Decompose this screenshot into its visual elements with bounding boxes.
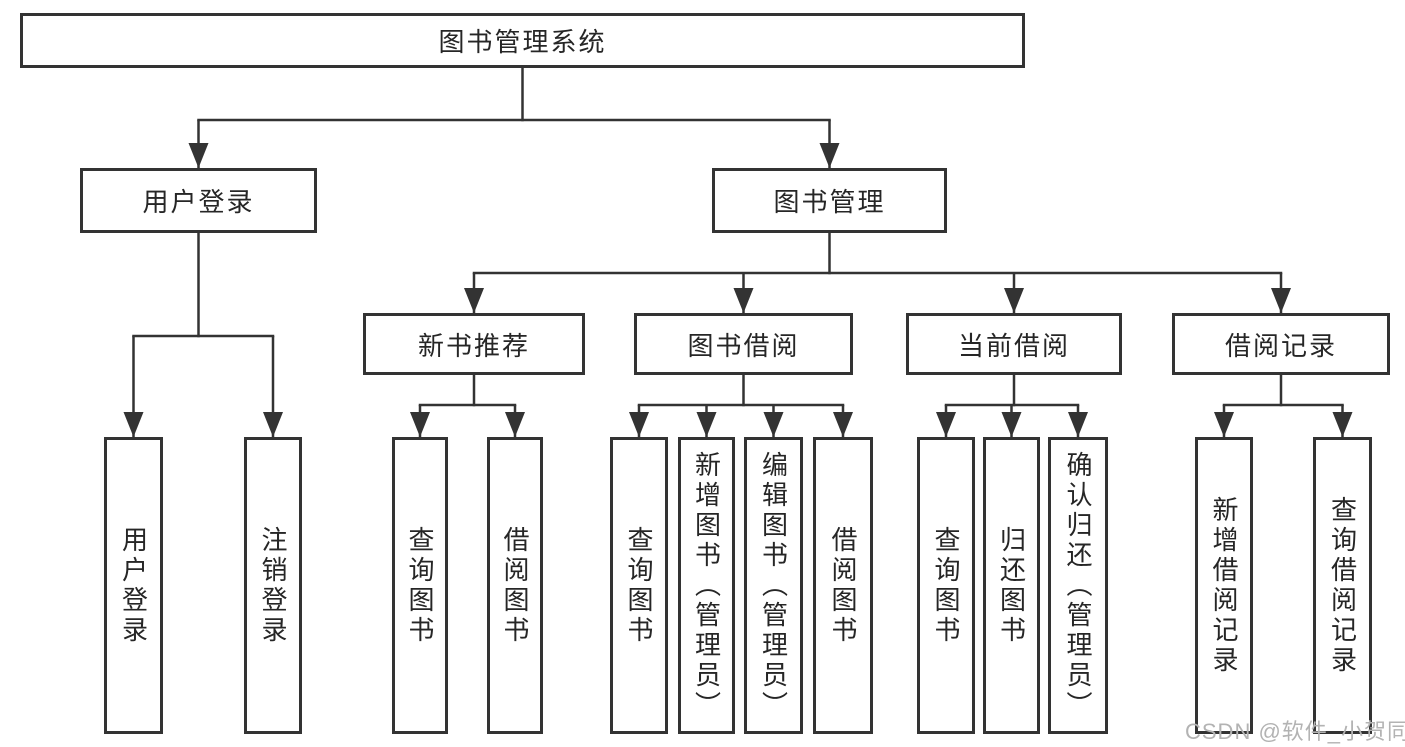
leaf-query-books-borrow: 查询图书 [610,437,668,734]
node-book-management: 图书管理 [712,168,947,233]
node-new-book-recommend: 新书推荐 [363,313,585,375]
leaf-query-books-recommend: 查询图书 [392,437,448,734]
connector-current-borrow-split [936,373,1088,437]
csdn-watermark: CSDN @软件_小贺同学 [1185,719,1405,744]
node-user-login: 用户登录 [80,168,317,233]
node-book-borrow: 图书借阅 [634,313,853,375]
connector-root-split [188,64,840,168]
leaf-borrow-books-recommend: 借阅图书 [487,437,543,734]
leaf-query-borrow-record: 查询借阅记录 [1313,437,1372,734]
node-current-borrow: 当前借阅 [906,313,1122,375]
connector-user-login-split [123,231,283,437]
leaf-query-books-current: 查询图书 [917,437,975,734]
connector-book-mgmt-split [464,231,1291,313]
node-library-system: 图书管理系统 [20,13,1025,68]
leaf-borrow-books-borrow: 借阅图书 [813,437,873,734]
connector-new-book-split [410,373,525,437]
leaf-user-login: 用户登录 [104,437,163,734]
connector-borrow-records-split [1214,373,1353,437]
leaf-add-book-admin: 新增图书（管理员） [678,437,735,734]
leaf-add-borrow-record: 新增借阅记录 [1195,437,1253,734]
connector-book-borrow-split [629,373,853,437]
node-borrow-records: 借阅记录 [1172,313,1390,375]
leaf-logout: 注销登录 [244,437,302,734]
leaf-edit-book-admin: 编辑图书（管理员） [744,437,803,734]
leaf-return-book: 归还图书 [983,437,1040,734]
leaf-confirm-return-admin: 确认归还（管理员） [1048,437,1108,734]
